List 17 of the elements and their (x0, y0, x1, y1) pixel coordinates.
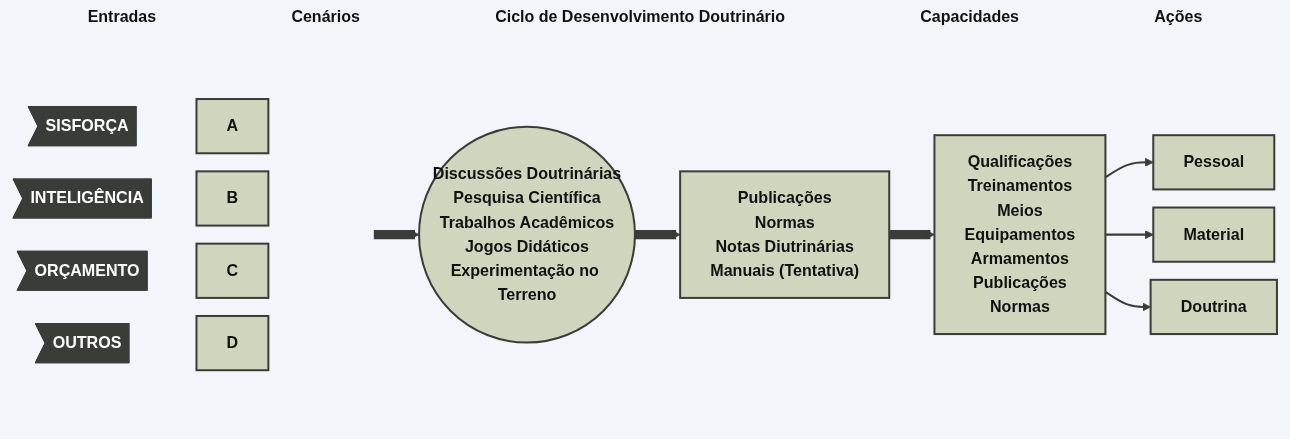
node-box: D (195, 314, 270, 372)
node-box: C (195, 242, 270, 299)
node-box: B (195, 170, 270, 227)
node-box: Qualificações Treinamentos Meios Equipamentos Armamentos Publicações Normas (933, 134, 1107, 335)
arrow (373, 230, 420, 239)
column-heading: Entradas (87, 8, 157, 27)
arrow (634, 230, 681, 239)
node-box: Pessoal (1152, 134, 1276, 191)
node-box: Material (1152, 206, 1276, 263)
arrow (1105, 230, 1154, 239)
node-box: Doutrina (1149, 278, 1278, 335)
column-heading: Capacidades (920, 8, 1019, 27)
column-heading: Ciclo de Desenvolvimento Doutrinário (495, 8, 785, 27)
node-box: Publicações Normas Notas Diutrinárias Manuais (Tentativa) (679, 170, 891, 299)
column-heading: Cenários (291, 8, 360, 27)
node-box: A (195, 97, 270, 155)
column-heading: Ações (1154, 8, 1203, 27)
